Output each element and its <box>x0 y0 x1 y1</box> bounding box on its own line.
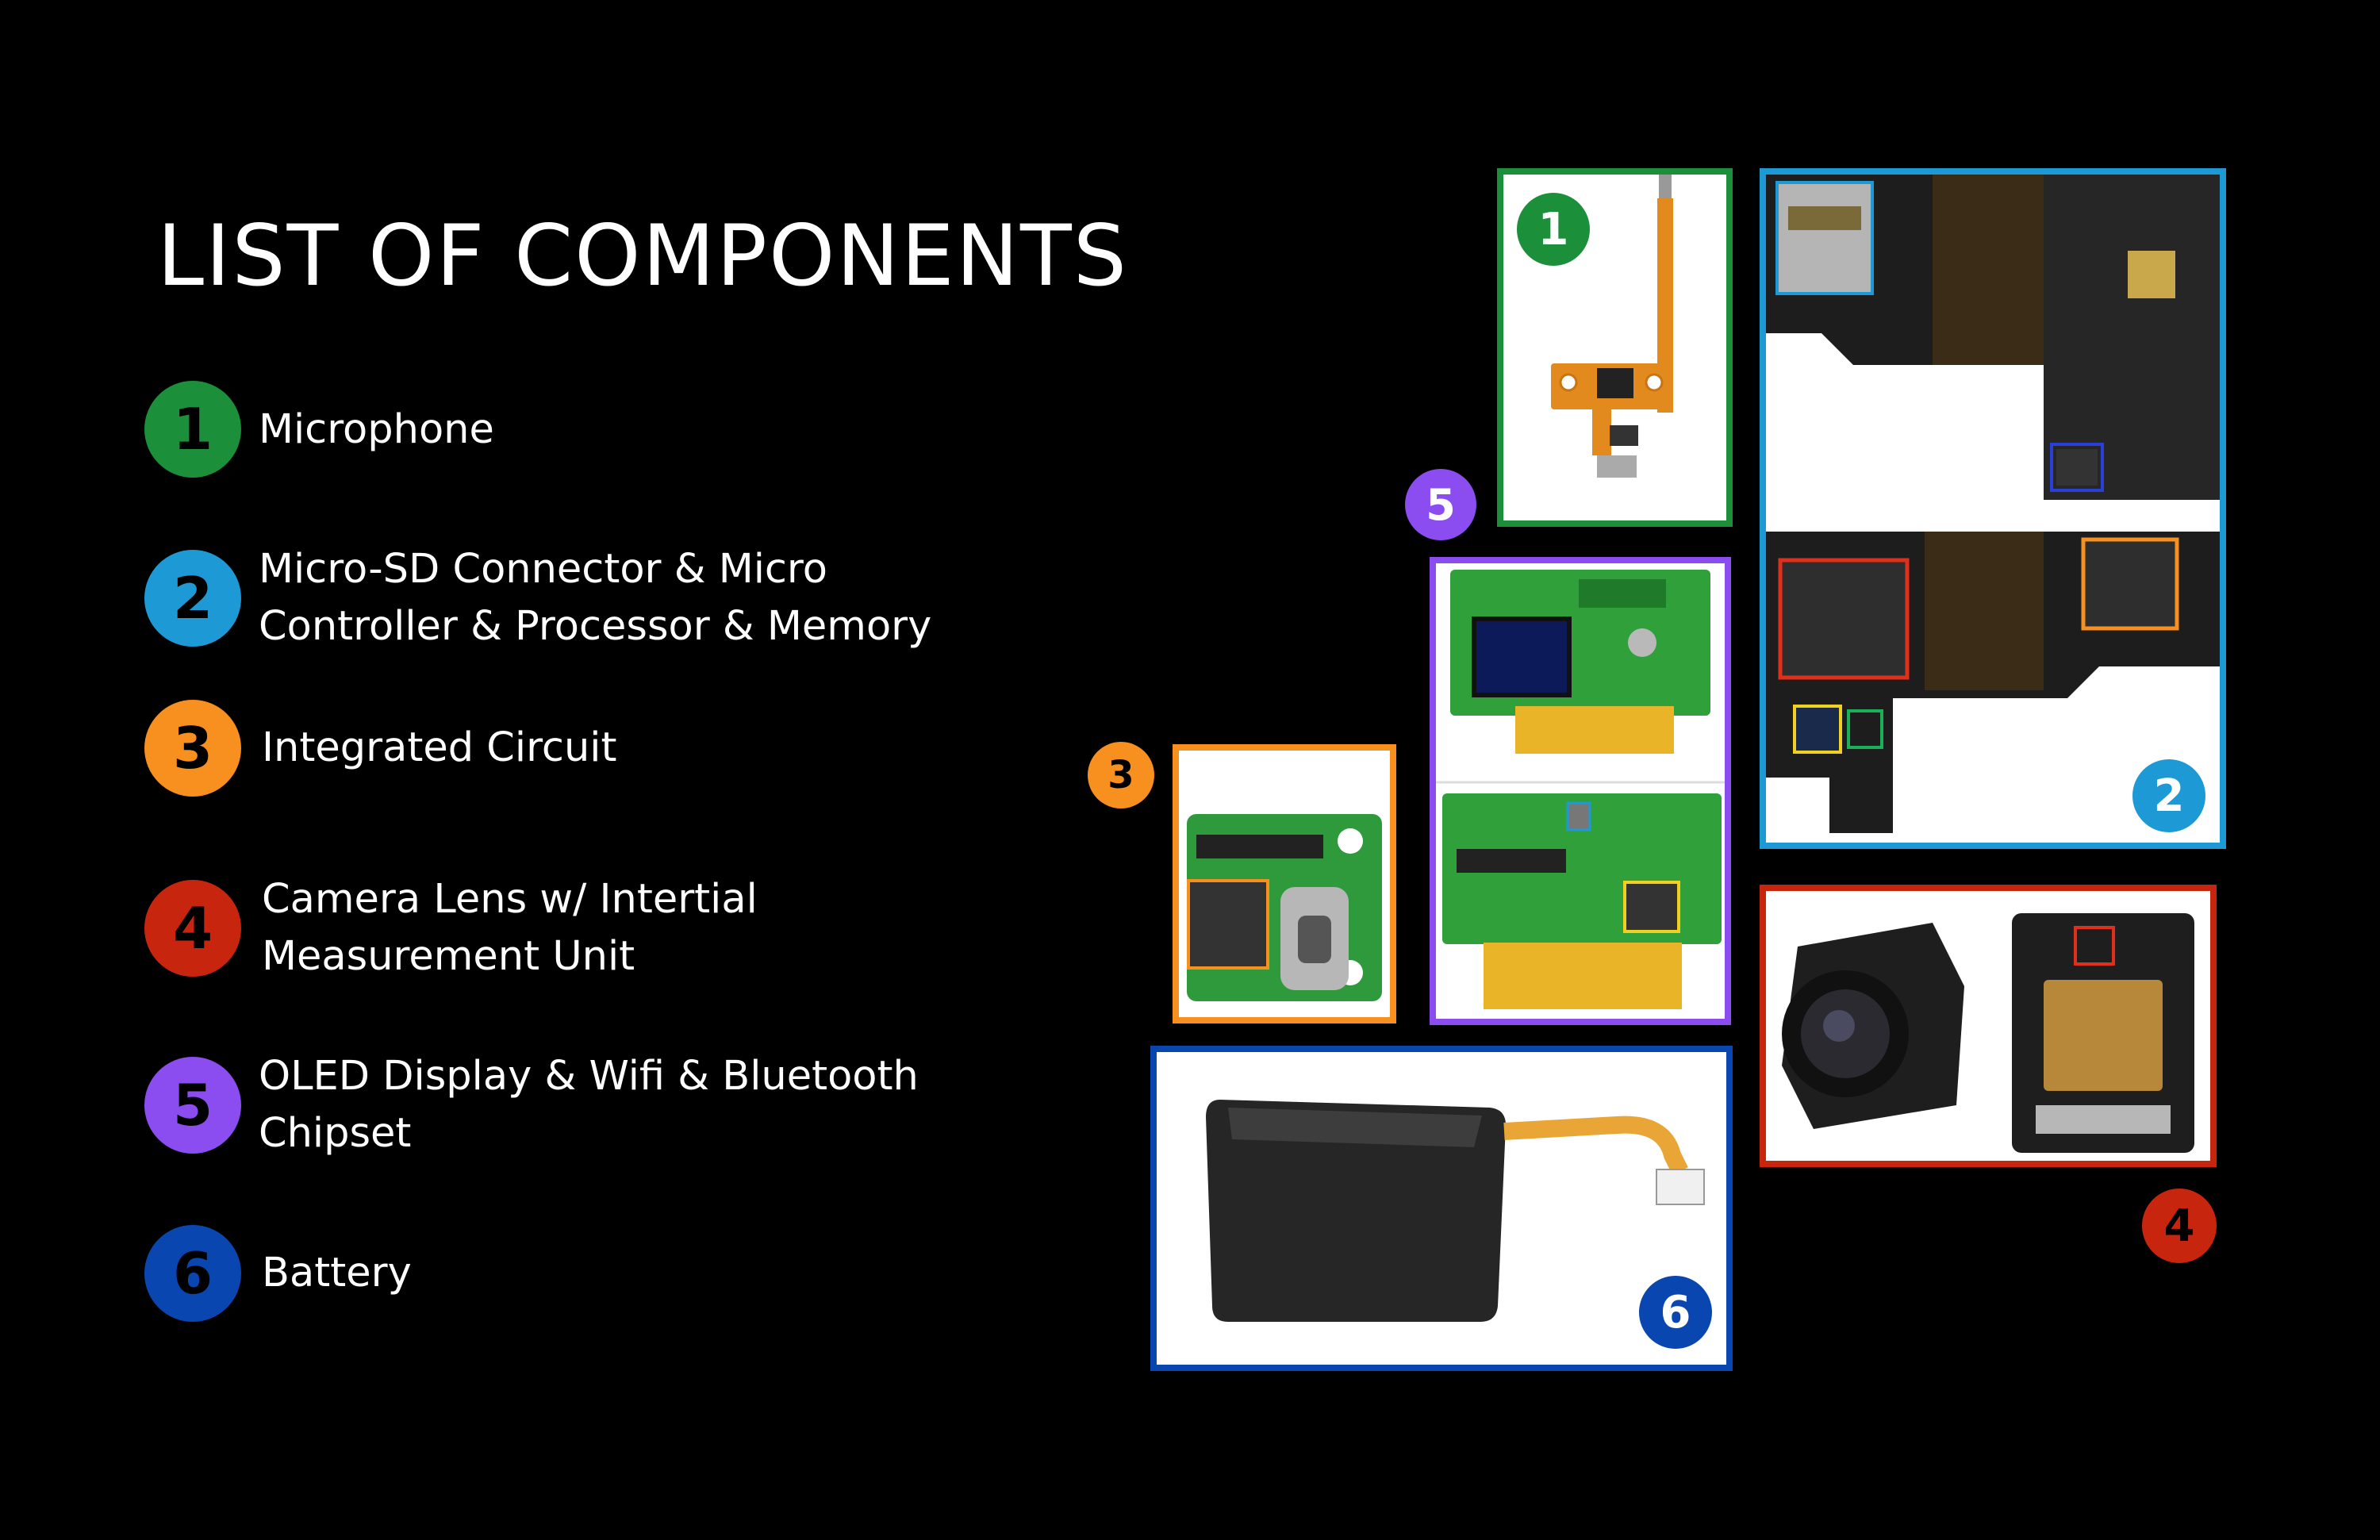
legend-item-oled-wifi: 5 OLED Display & Wifi & Bluetooth Chipse… <box>144 1048 919 1162</box>
legend-label-line: Micro-SD Connector & Micro <box>259 546 827 593</box>
legend-item-microphone: 1 Microphone <box>144 381 494 478</box>
legend-label-line: Microphone <box>259 406 494 453</box>
legend-label-line: Controller & Processor & Memory <box>259 603 932 650</box>
legend-item-integrated-circuit: 3 Integrated Circuit <box>144 700 616 797</box>
legend-number-3: 3 <box>144 700 241 797</box>
legend-number-4: 4 <box>144 880 241 977</box>
legend-label-line: Camera Lens w/ Intertial <box>262 876 758 923</box>
main-board-photo <box>1760 168 2226 849</box>
legend-number-5: 5 <box>144 1057 241 1154</box>
battery-photo <box>1150 1046 1733 1371</box>
legend-label-line: OLED Display & Wifi & Bluetooth <box>259 1053 919 1100</box>
legend-item-microsd-controller: 2 Micro-SD Connector & Micro Controller … <box>144 541 931 655</box>
legend-label-line: Integrated Circuit <box>262 724 617 771</box>
legend-number-6: 6 <box>144 1225 241 1322</box>
camera-lens-photo <box>1760 885 2217 1167</box>
badge-2: 2 <box>2132 759 2205 832</box>
legend-item-battery: 6 Battery <box>144 1225 412 1322</box>
badge-1: 1 <box>1517 193 1590 266</box>
oled-wifi-photo <box>1430 557 1731 1025</box>
badge-3: 3 <box>1088 742 1154 808</box>
badge-4: 4 <box>2142 1189 2217 1263</box>
badge-5: 5 <box>1405 469 1476 540</box>
legend-label-line: Measurement Unit <box>262 933 635 980</box>
legend-item-camera-lens: 4 Camera Lens w/ Intertial Measurement U… <box>144 871 758 985</box>
badge-6: 6 <box>1639 1276 1712 1349</box>
integrated-circuit-photo <box>1173 744 1396 1023</box>
page-title: LIST OF COMPONENTS <box>157 207 1128 305</box>
legend-number-1: 1 <box>144 381 241 478</box>
legend-label-line: Battery <box>262 1250 412 1296</box>
legend-label-line: Chipset <box>259 1110 412 1157</box>
legend-number-2: 2 <box>144 550 241 647</box>
